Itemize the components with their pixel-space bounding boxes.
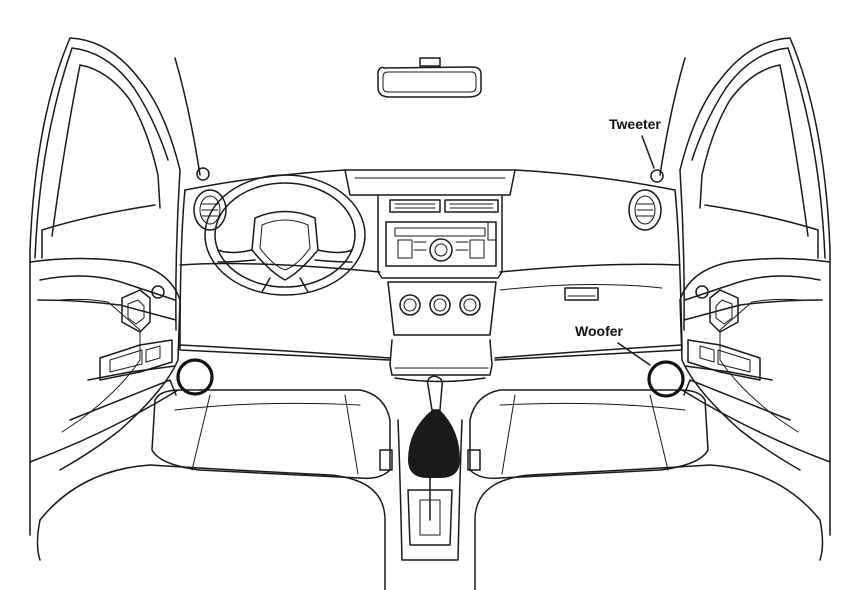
woofer-label: Woofer (575, 323, 623, 339)
center-console (377, 194, 503, 383)
woofer-right (647, 360, 685, 398)
woofer-leader-line (617, 342, 651, 366)
air-vent-left (193, 189, 227, 231)
tweeter-leader-line (641, 135, 655, 169)
steering-wheel (204, 174, 366, 296)
seat-right (469, 389, 824, 590)
a-pillars (174, 57, 686, 176)
tweeter-left (196, 167, 210, 181)
seat-left (36, 389, 391, 590)
tweeter-right (650, 169, 664, 183)
left-door (29, 37, 181, 536)
tweeter-label: Tweeter (609, 116, 661, 132)
air-vent-right (628, 189, 662, 231)
gear-shifter (379, 375, 481, 561)
dashboard (179, 169, 683, 361)
right-door (679, 37, 831, 536)
woofer-left (176, 358, 214, 396)
rearview-mirror (377, 57, 482, 98)
